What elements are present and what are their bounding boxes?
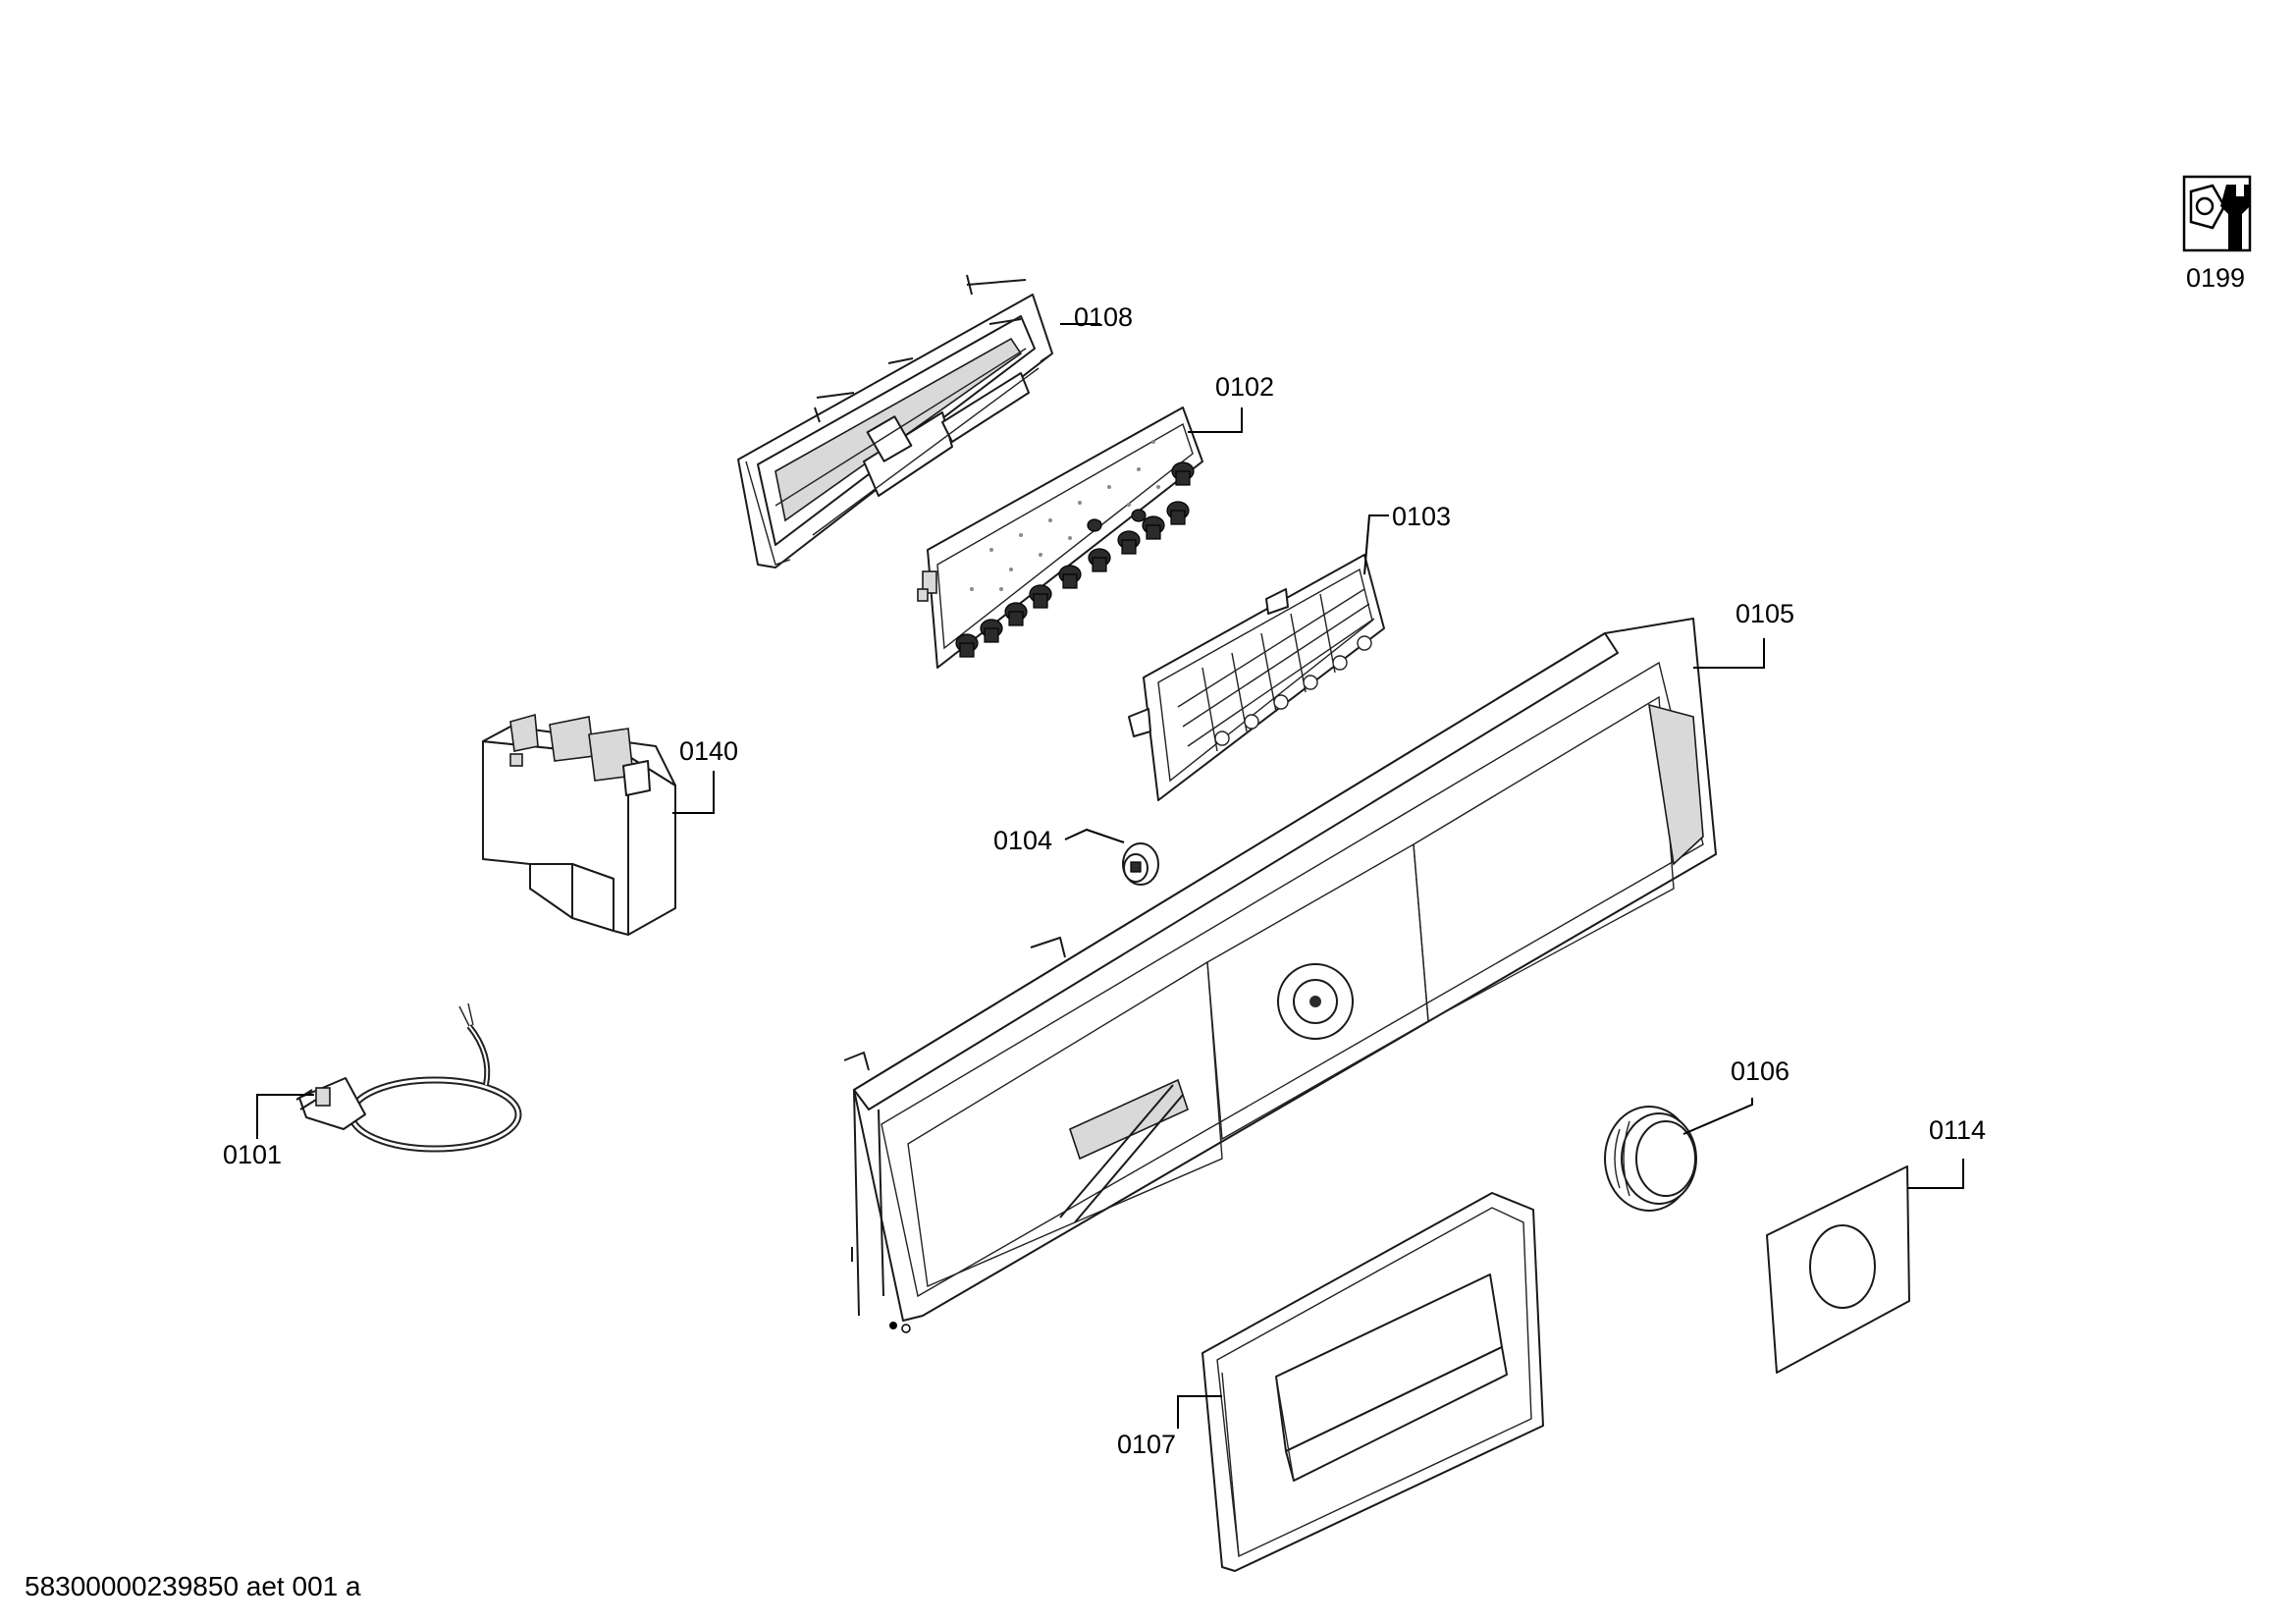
wrench-nut-icon — [2182, 175, 2252, 252]
part-0103-display-carrier — [1128, 554, 1385, 801]
label-0104: 0104 — [993, 826, 1052, 855]
part-0107-drawer-handle — [1201, 1192, 1544, 1572]
label-0101: 0101 — [223, 1140, 282, 1169]
drawing-code: 58300000239850 aet 001 a — [25, 1571, 361, 1601]
label-0140: 0140 — [679, 736, 738, 766]
part-0140-filter-module — [482, 713, 676, 936]
part-0101-power-cord — [295, 1002, 522, 1153]
label-0108: 0108 — [1074, 302, 1133, 332]
part-0108-housing — [737, 274, 1053, 568]
label-0107: 0107 — [1117, 1430, 1176, 1459]
part-0104-small-knob — [1122, 842, 1159, 886]
label-0103: 0103 — [1392, 502, 1451, 531]
label-0199: 0199 — [2186, 263, 2245, 293]
part-0114-label-plate — [1766, 1165, 1910, 1374]
part-0105-control-panel-fascia — [843, 618, 1717, 1333]
part-0106-knob — [1604, 1106, 1697, 1212]
label-0102: 0102 — [1215, 372, 1274, 402]
part-0102-circuit-board — [917, 406, 1203, 669]
label-0106: 0106 — [1731, 1056, 1789, 1086]
label-0105: 0105 — [1735, 599, 1794, 628]
label-0114: 0114 — [1929, 1115, 1986, 1145]
